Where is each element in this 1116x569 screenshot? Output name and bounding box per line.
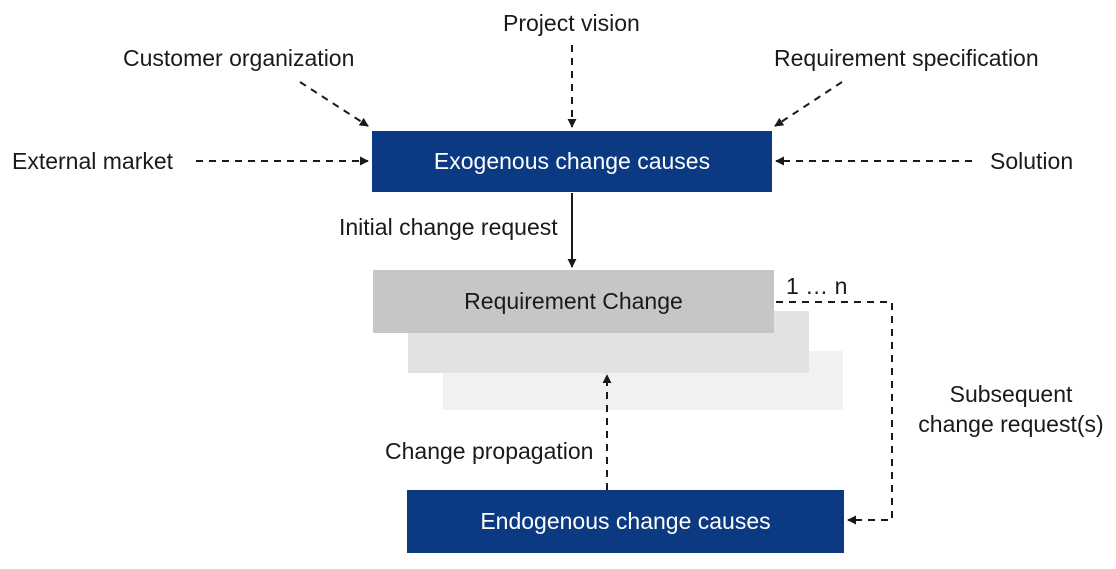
- arrow-customer-organization: [299, 81, 369, 127]
- requirement-change-label: Requirement Change: [464, 288, 683, 314]
- external-market-label: External market: [12, 148, 174, 174]
- exogenous-change-causes-box: Exogenous change causes: [372, 131, 772, 192]
- subsequent-change-requests-label: Subsequent change request(s): [916, 380, 1106, 440]
- requirement-change-box: Requirement Change: [373, 270, 774, 333]
- arrow-subsequent-change-requests: [776, 301, 893, 525]
- endogenous-change-causes-box: Endogenous change causes: [407, 490, 844, 553]
- endogenous-change-causes-label: Endogenous change causes: [480, 508, 771, 534]
- multiplicity-label: 1 … n: [786, 273, 848, 299]
- project-vision-label: Project vision: [503, 10, 640, 36]
- customer-organization-label: Customer organization: [123, 45, 355, 71]
- change-propagation-label: Change propagation: [385, 438, 594, 464]
- subsequent-label-line1: Subsequent: [949, 381, 1073, 407]
- arrow-requirement-specification: [774, 81, 843, 127]
- exogenous-change-causes-label: Exogenous change causes: [433, 148, 711, 174]
- requirement-specification-label: Requirement specification: [774, 45, 1039, 71]
- subsequent-label-line2: change request(s): [918, 410, 1104, 437]
- solution-label: Solution: [990, 148, 1074, 174]
- initial-change-request-label: Initial change request: [339, 214, 558, 240]
